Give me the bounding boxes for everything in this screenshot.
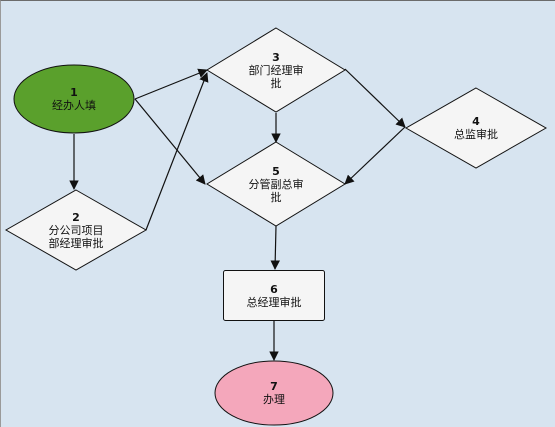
- ellipse-shape: [13, 64, 135, 134]
- arrow-5-to-6: [270, 225, 280, 270]
- rectangle-shape: [223, 270, 325, 321]
- diamond-shape: [206, 27, 346, 113]
- node-general-manager-approval[interactable]: 6 总经理审批: [223, 270, 325, 321]
- ellipse-shape: [214, 360, 334, 426]
- diamond-shape: [206, 141, 346, 227]
- node-end[interactable]: 7 办理: [214, 360, 334, 426]
- arrow-1-to-5: [134, 98, 206, 185]
- diamond-shape: [5, 189, 147, 271]
- arrow-1-to-3: [134, 68, 208, 100]
- arrow-4-to-5: [344, 126, 406, 185]
- node-branch-manager-approval[interactable]: 2 分公司项目 部经理审批: [5, 189, 147, 271]
- node-director-approval[interactable]: 4 总监审批: [405, 87, 547, 169]
- node-vice-president-approval[interactable]: 5 分管副总审 批: [206, 141, 346, 227]
- diamond-shape: [405, 87, 547, 169]
- arrow-2-to-3: [145, 72, 209, 231]
- node-department-manager-approval[interactable]: 3 部门经理审 批: [206, 27, 346, 113]
- node-start[interactable]: 1 经办人填: [13, 64, 135, 134]
- arrow-3-to-4: [344, 68, 406, 128]
